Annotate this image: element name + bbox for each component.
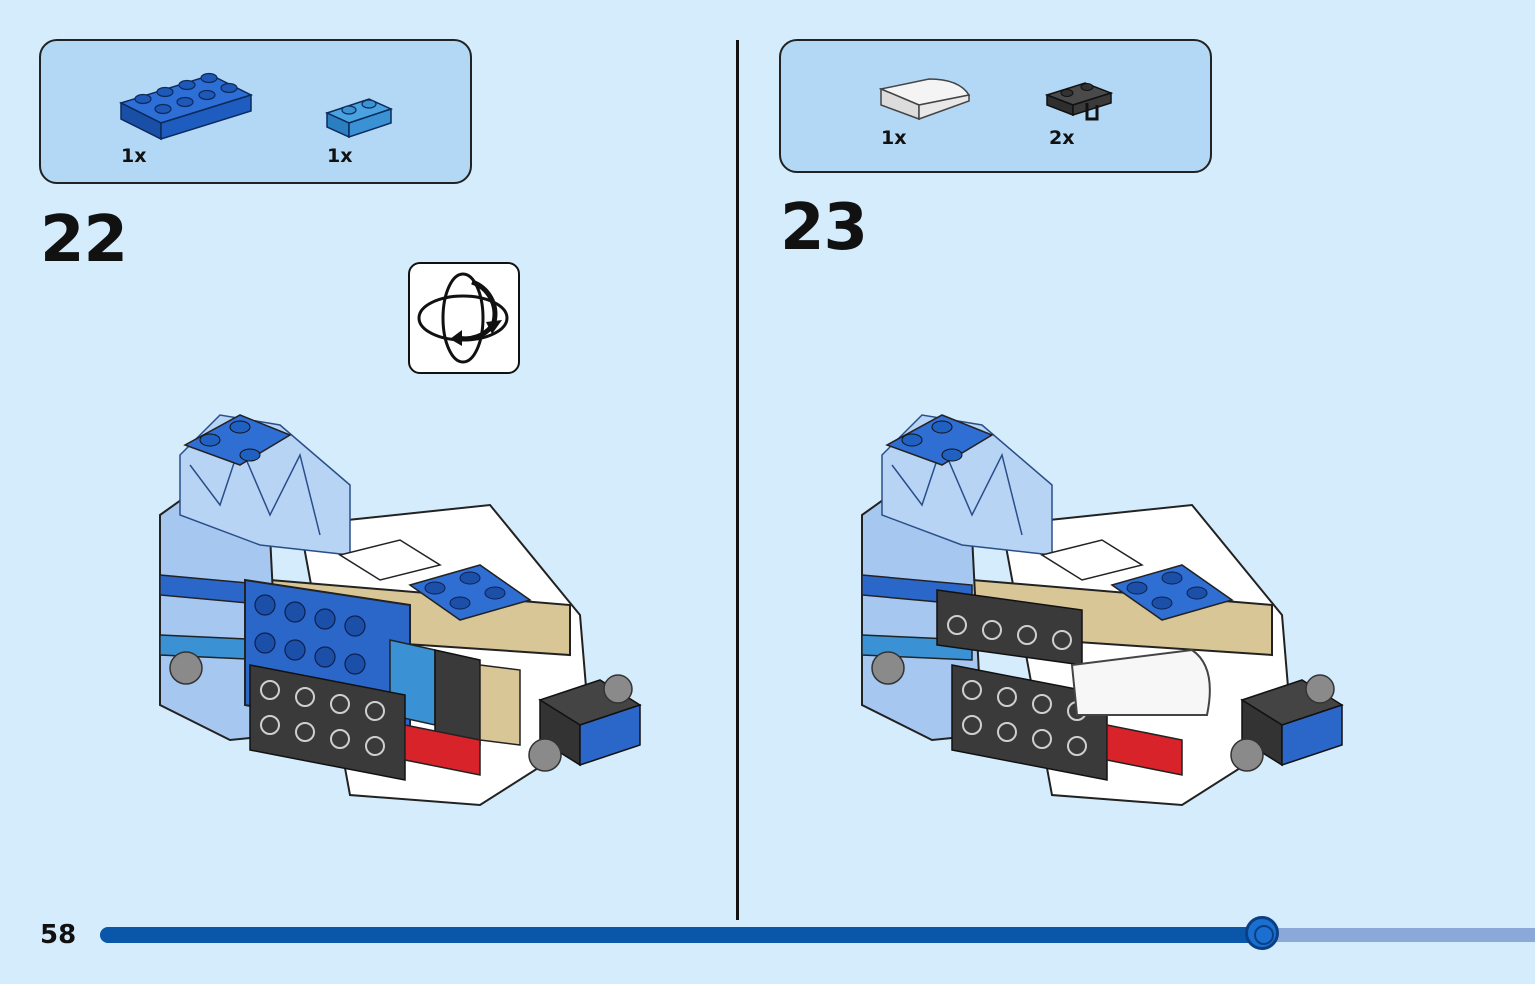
part-quantity: 1x <box>881 127 907 149</box>
parts-callout-step-22: 1x 1x <box>39 39 472 184</box>
progress-bar <box>100 916 1535 950</box>
parts-callout-step-23: 1x 2x <box>779 39 1212 173</box>
light-blue-plate-1x2-icon <box>325 98 394 139</box>
part-quantity: 1x <box>121 145 147 167</box>
step-number: 22 <box>40 203 128 277</box>
blue-plate-2x4-icon <box>119 72 254 141</box>
white-curved-slope-icon <box>879 78 971 121</box>
part-quantity: 2x <box>1049 127 1075 149</box>
black-clip-plate-icon <box>1045 82 1114 121</box>
step-number: 23 <box>780 191 868 265</box>
progress-fill <box>100 927 1263 943</box>
progress-marker-icon <box>1245 916 1280 950</box>
model-illustration-step-23 <box>861 414 1344 807</box>
model-illustration-step-22 <box>159 414 642 807</box>
step-divider <box>736 40 739 920</box>
page-number: 58 <box>40 920 77 950</box>
rotate-model-icon <box>408 262 520 374</box>
part-quantity: 1x <box>327 145 353 167</box>
